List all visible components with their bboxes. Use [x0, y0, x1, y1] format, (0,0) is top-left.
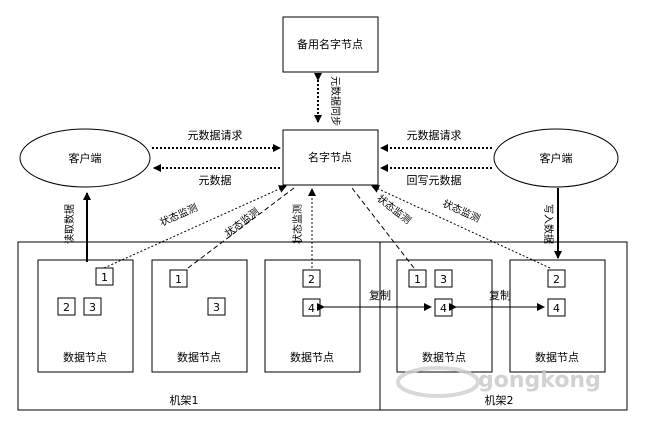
datanode-5-label: 数据节点 [535, 350, 579, 364]
client-left-ellipse [19, 128, 151, 188]
write-data-label: 写入数据 [542, 204, 555, 244]
datanode-3-label: 数据节点 [290, 350, 334, 364]
block-label: 1 [414, 273, 421, 286]
block-label: 3 [89, 301, 96, 314]
block-box [302, 269, 321, 288]
datanode-1-label: 数据节点 [63, 350, 107, 364]
block-label: 2 [63, 301, 70, 314]
block-label: 1 [175, 273, 182, 286]
client-right-label: 客户端 [540, 151, 573, 165]
block-box [83, 297, 102, 316]
status-monitor-label-4: 状态监测 [374, 192, 414, 227]
rack2-label: 机架2 [485, 393, 514, 407]
status-monitor-label-3: 状态监测 [291, 204, 304, 244]
status-monitor-line-5 [371, 185, 551, 269]
meta-data-left-label: 元数据 [199, 173, 232, 187]
watermark-logo: gongkong [396, 366, 601, 398]
rack1-label: 机架1 [170, 393, 199, 407]
block-label: 4 [308, 302, 315, 315]
block-label: 4 [440, 302, 447, 315]
block-box [169, 269, 188, 288]
status-monitor-line-4 [351, 187, 415, 269]
metadata-sync-label: 元数据同步 [329, 76, 342, 126]
block-box [57, 297, 76, 316]
status-monitor-line-1 [103, 185, 287, 269]
namenode-box [282, 129, 379, 186]
block-label: 3 [440, 273, 447, 286]
meta-request-left-label: 元数据请求 [188, 128, 243, 142]
read-data-label: 读取数据 [63, 204, 76, 244]
replicate-label-2: 复制 [489, 288, 511, 302]
block-box [434, 269, 453, 288]
namenode-label: 名字节点 [308, 150, 352, 164]
block-label: 2 [308, 273, 315, 286]
block-box [207, 297, 226, 316]
status-monitor-line-2 [187, 187, 295, 269]
datanode-2 [151, 259, 248, 373]
client-right-ellipse [493, 128, 619, 188]
datanode-1 [37, 259, 134, 373]
block-label: 3 [213, 301, 220, 314]
rack2-frame [379, 241, 628, 411]
block-box [547, 269, 566, 288]
backup-namenode-label: 备用名字节点 [297, 37, 363, 51]
replicate-label-1: 复制 [369, 288, 391, 302]
block-label: 1 [101, 271, 108, 284]
datanode-2-label: 数据节点 [177, 350, 221, 364]
status-monitor-label-1: 状态监测 [158, 201, 200, 229]
block-box [408, 269, 427, 288]
block-label: 4 [553, 302, 560, 315]
status-monitor-label-2: 状态监测 [222, 205, 262, 240]
meta-request-right-label: 元数据请求 [407, 128, 462, 142]
block-label: 2 [553, 273, 560, 286]
writeback-meta-label: 回写元数据 [407, 173, 462, 187]
client-left-label: 客户端 [69, 151, 102, 165]
watermark-text: gongkong [478, 368, 601, 393]
block-box [547, 298, 566, 317]
datanode-4-label: 数据节点 [422, 350, 466, 364]
backup-namenode-box [282, 16, 379, 73]
